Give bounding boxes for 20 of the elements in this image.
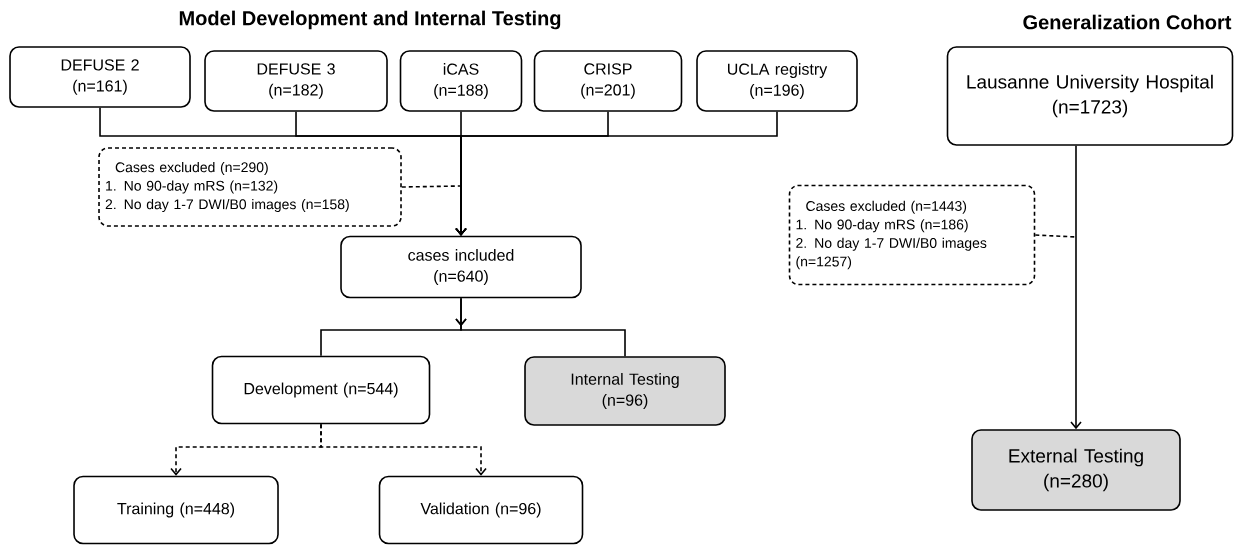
process-box: Internal Testing (n=96): [524, 356, 726, 426]
process-box: cases included (n=640): [340, 235, 582, 299]
heading: Model Development and Internal Testing: [179, 10, 561, 30]
process-box: DEFUSE 3 (n=182): [204, 50, 388, 112]
process-box: DEFUSE 2 (n=161): [9, 46, 191, 108]
process-box: UCLA registry (n=196): [696, 50, 858, 112]
arrow: [320, 423, 487, 476]
exclusion-box: Cases excluded (n=290) 1. No 90-day mRS (n=132) 2. No day 1-7 DWI/B0 images (n=158): [98, 147, 402, 227]
process-box: External Testing (n=280): [971, 429, 1181, 511]
connector: [1034, 234, 1077, 238]
connector: [401, 185, 462, 188]
process-box: Lausanne University Hospital (n=1723): [946, 46, 1234, 146]
exclusion-box: Cases excluded (n=1443) 1. No 90-day mRS (n=186) 2. No day 1-7 DWI/B0 images (n=1257): [788, 184, 1036, 286]
process-box: CRISP (n=201): [533, 50, 683, 112]
process-box: iCAS (n=188): [399, 50, 523, 112]
arrow: [1070, 145, 1082, 430]
process-box: Training (n=448): [73, 475, 279, 545]
process-box: Development (n=544): [211, 355, 431, 425]
arrow: [455, 111, 778, 236]
process-box: Validation (n=96): [378, 475, 584, 545]
